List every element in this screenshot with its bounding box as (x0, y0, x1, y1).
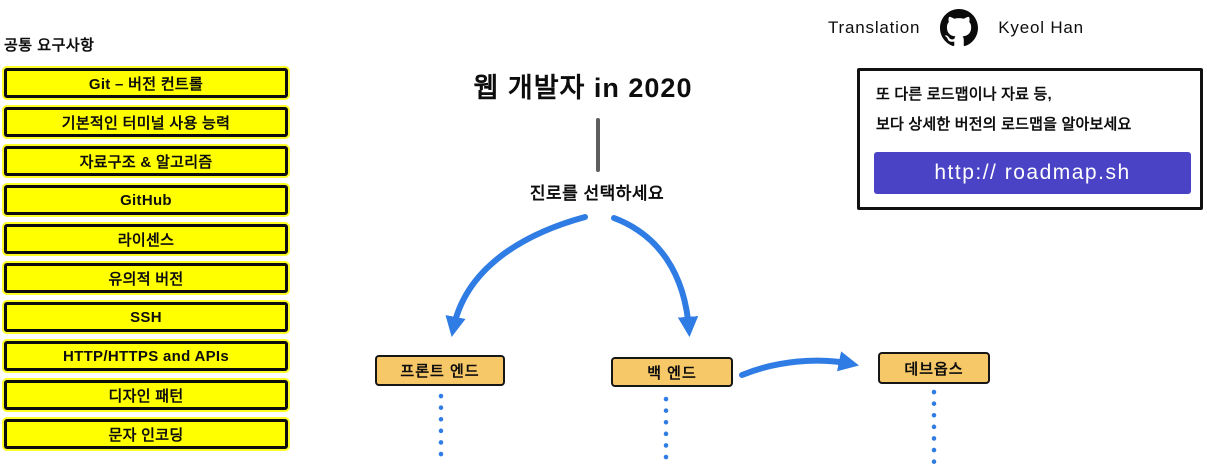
common-requirements-title: 공통 요구사항 (4, 37, 95, 54)
github-octocat-icon[interactable] (940, 9, 979, 47)
requirement-node-licenses[interactable]: 라이센스 (4, 224, 288, 254)
translator-name[interactable]: Kyeol Han (998, 18, 1084, 37)
requirement-node-semver[interactable]: 유의적 버전 (4, 263, 288, 293)
arrow-backend-to-devops (739, 351, 859, 378)
requirement-node-http-apis[interactable]: HTTP/HTTPS and APIs (4, 341, 288, 371)
info-text-line-1: 또 다른 로드맵이나 자료 등, (876, 86, 1052, 103)
path-node-frontend[interactable]: 프론트 엔드 (375, 355, 505, 386)
roadmap-sh-link-button[interactable]: http:// roadmap.sh (874, 152, 1191, 194)
path-node-devops[interactable]: 데브옵스 (878, 352, 990, 384)
translation-label: Translation (828, 18, 921, 37)
translation-credit: Translation Kyeol Han (828, 8, 1084, 48)
requirement-node-design-patterns[interactable]: 디자인 패턴 (4, 380, 288, 410)
arrow-to-backend (611, 215, 699, 338)
choose-path-label: 진로를 선택하세요 (529, 184, 665, 203)
requirement-node-github[interactable]: GitHub (4, 185, 288, 215)
path-node-backend[interactable]: 백 엔드 (611, 357, 733, 387)
requirement-node-git[interactable]: Git – 버전 컨트롤 (4, 68, 288, 98)
page-title: 웹 개발자 in 2020 (473, 73, 693, 103)
requirement-node-ssh[interactable]: SSH (4, 302, 288, 332)
arrow-to-frontend (445, 214, 588, 338)
requirement-node-terminal[interactable]: 기본적인 터미널 사용 능력 (4, 107, 288, 137)
info-text-line-2: 보다 상세한 버전의 로드맵을 알아보세요 (876, 116, 1132, 133)
requirement-node-data-structures[interactable]: 자료구조 & 알고리즘 (4, 146, 288, 176)
requirement-node-char-encoding[interactable]: 문자 인코딩 (4, 419, 288, 449)
common-requirements-list: Git – 버전 컨트롤 기본적인 터미널 사용 능력 자료구조 & 알고리즘 … (4, 68, 288, 449)
title-divider-line (596, 118, 600, 172)
more-roadmaps-box: 또 다른 로드맵이나 자료 등, 보다 상세한 버전의 로드맵을 알아보세요 h… (857, 68, 1203, 210)
